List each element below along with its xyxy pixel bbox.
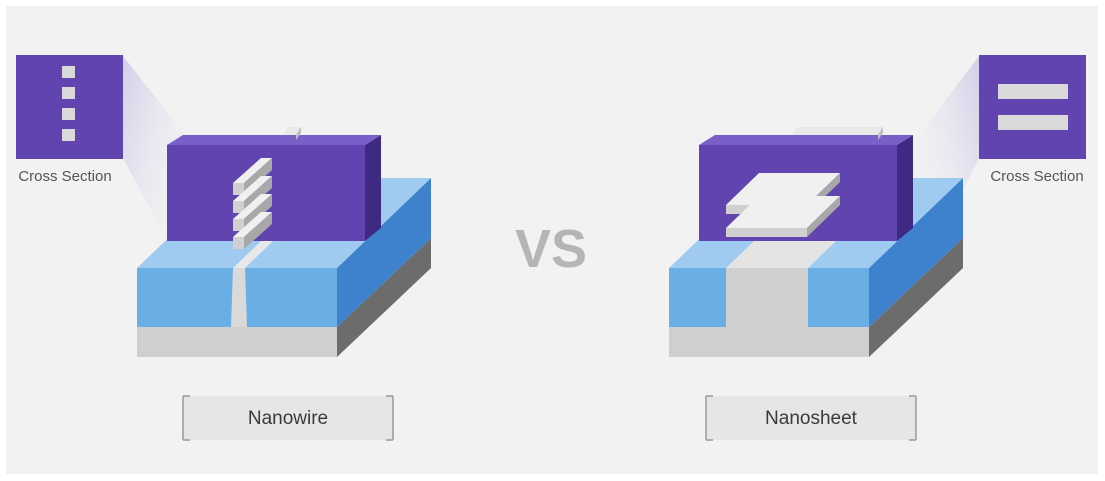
nanosheet-stack: [726, 173, 840, 237]
nanosheet-caption-box: [705, 395, 917, 441]
nanowire-stack: [233, 158, 272, 249]
nanowire-device: [16, 55, 431, 441]
nanosheet-caption: Nanosheet: [765, 408, 858, 429]
cross-section-inset: [979, 55, 1086, 159]
cross-section-inset: [16, 55, 123, 159]
left-cross-section-label: Cross Section: [18, 168, 111, 185]
nanowire-caption-box: [182, 395, 394, 441]
nanosheet-device: [669, 55, 1086, 441]
gate-block: [167, 127, 381, 241]
right-cross-section-label: Cross Section: [990, 168, 1083, 185]
versus-label: VS: [515, 219, 587, 279]
nanowire-caption: Nanowire: [248, 408, 328, 429]
